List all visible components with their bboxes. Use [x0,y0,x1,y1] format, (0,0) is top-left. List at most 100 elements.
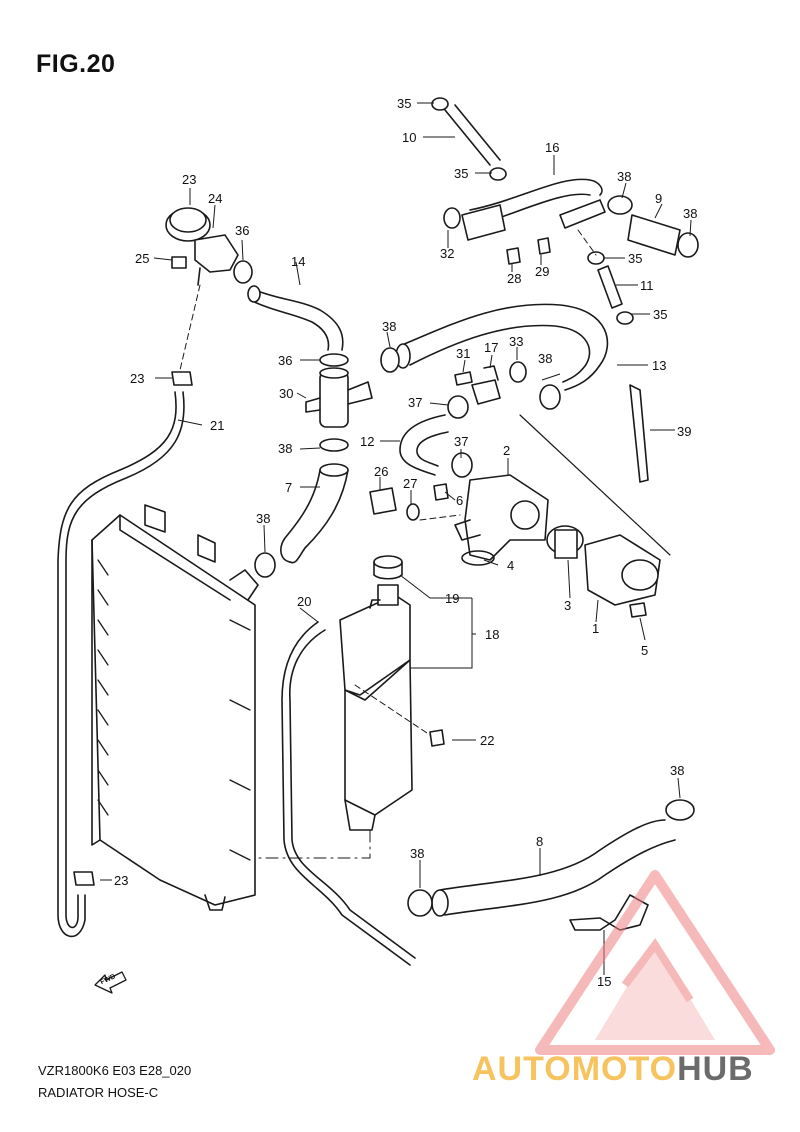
sensor-27 [369,487,397,515]
filler-neck-25 [194,234,239,286]
part-label-2: 2 [503,443,510,458]
bracket-15 [569,894,649,931]
part-label-30: 28 [507,271,521,286]
part-label-35c: 35 [628,251,642,266]
part-label-38h: 38 [410,846,424,861]
part-label-33: 33 [509,334,523,349]
clamp-38-13b [539,384,561,410]
bolt-6 [433,483,449,501]
hose-21 [57,391,177,938]
part-label-5: 5 [641,643,648,658]
hose-7 [280,469,321,563]
part-label-29: 30 [279,386,293,401]
part-label-15: 15 [597,974,611,989]
part-label-12: 12 [360,434,374,449]
figure-title: FIG.20 [36,50,116,78]
part-label-9: 9 [655,191,662,206]
part-label-38a: 38 [617,169,631,184]
part-label-31: 29 [535,264,549,279]
hose-14 [254,289,344,351]
watermark-text-automoto: AUTOMOTO [472,1050,678,1088]
part-label-7: 7 [285,480,292,495]
fwd-text: FWD [99,973,116,986]
clamp-37a [447,395,469,419]
bolt-26 [171,256,187,269]
bolt-32 [454,371,473,386]
clamp-38-left [254,552,276,578]
thermostat-3 [546,525,584,559]
hose-9 [627,214,681,256]
part-label-39: 39 [677,424,691,439]
clamp-23b [73,871,95,886]
clamp-36a [233,260,253,284]
part-label-4: 4 [507,558,514,573]
radiator [91,504,259,911]
part-label-22: 22 [480,733,494,748]
reservoir-cap-19 [373,555,403,580]
bolt-22 [429,729,445,747]
clamp-38-9a [607,195,633,215]
bracket-16 [461,204,506,241]
hose-8 [439,819,666,891]
part-label-3: 3 [564,598,571,613]
part-label-32: 31 [456,346,470,361]
part-label-38g: 38 [670,763,684,778]
part-label-1: 1 [592,621,599,636]
part-label-26: 25 [135,251,149,266]
part-label-23a: 23 [130,371,144,386]
o-ring-34 [443,207,461,229]
part-label-35a: 35 [397,96,411,111]
clamp-38-9b [677,232,699,258]
pipe-16 [469,178,603,211]
bolt-30 [506,247,521,265]
fwd-arrow-icon [94,971,127,994]
part-label-19: 19 [445,591,459,606]
o-ring-4 [461,550,495,566]
clamp-37b [451,452,473,478]
part-label-27: 26 [374,464,388,479]
part-label-38e: 38 [278,441,292,456]
part-label-14: 14 [291,254,305,269]
part-label-6: 6 [456,493,463,508]
clamp-38-mid [319,438,349,452]
part-label-13: 13 [652,358,666,373]
washer-28 [406,503,420,521]
thermostat-cover-1 [584,534,661,606]
clamp-23a [171,371,193,386]
leader-lines [100,102,692,975]
part-label-23b: 23 [114,873,128,888]
bolt-31 [537,237,551,255]
part-label-16: 16 [545,140,559,155]
part-label-11: 11 [640,278,654,293]
clamp-35b [489,167,507,181]
part-label-36a: 36 [235,223,249,238]
part-label-24: 23 [182,172,196,187]
part-label-17: 17 [484,340,498,355]
tie-39 [629,384,649,483]
hose-11 [597,265,623,309]
part-label-37b: 37 [454,434,468,449]
clamp-35c [587,251,605,265]
diagram-caption: RADIATOR HOSE-C [38,1085,159,1100]
bolt-5 [629,602,647,618]
part-label-25: 24 [208,191,222,206]
part-label-37a: 37 [408,395,422,410]
clamp-35a [431,97,449,111]
part-label-28: 27 [403,476,417,491]
part-label-38c: 38 [382,319,396,334]
part-label-8: 8 [536,834,543,849]
part-label-38b: 38 [683,206,697,221]
clamp-38-8b [665,799,695,821]
clamp-36b [319,353,349,367]
fwd-label: FWD [99,973,116,986]
part-label-38f: 38 [256,511,270,526]
watermark-text-hub: HUB [677,1050,754,1088]
filler-cap-24 [165,207,211,242]
part-label-35b: 35 [454,166,468,181]
fitting-17 [471,365,501,405]
t-joint-29 [305,367,373,428]
part-label-34: 32 [440,246,454,261]
part-label-35d: 35 [653,307,667,322]
watermark-text: AUTOMOTOHUB [472,1050,754,1089]
part-label-38d: 38 [538,351,552,366]
